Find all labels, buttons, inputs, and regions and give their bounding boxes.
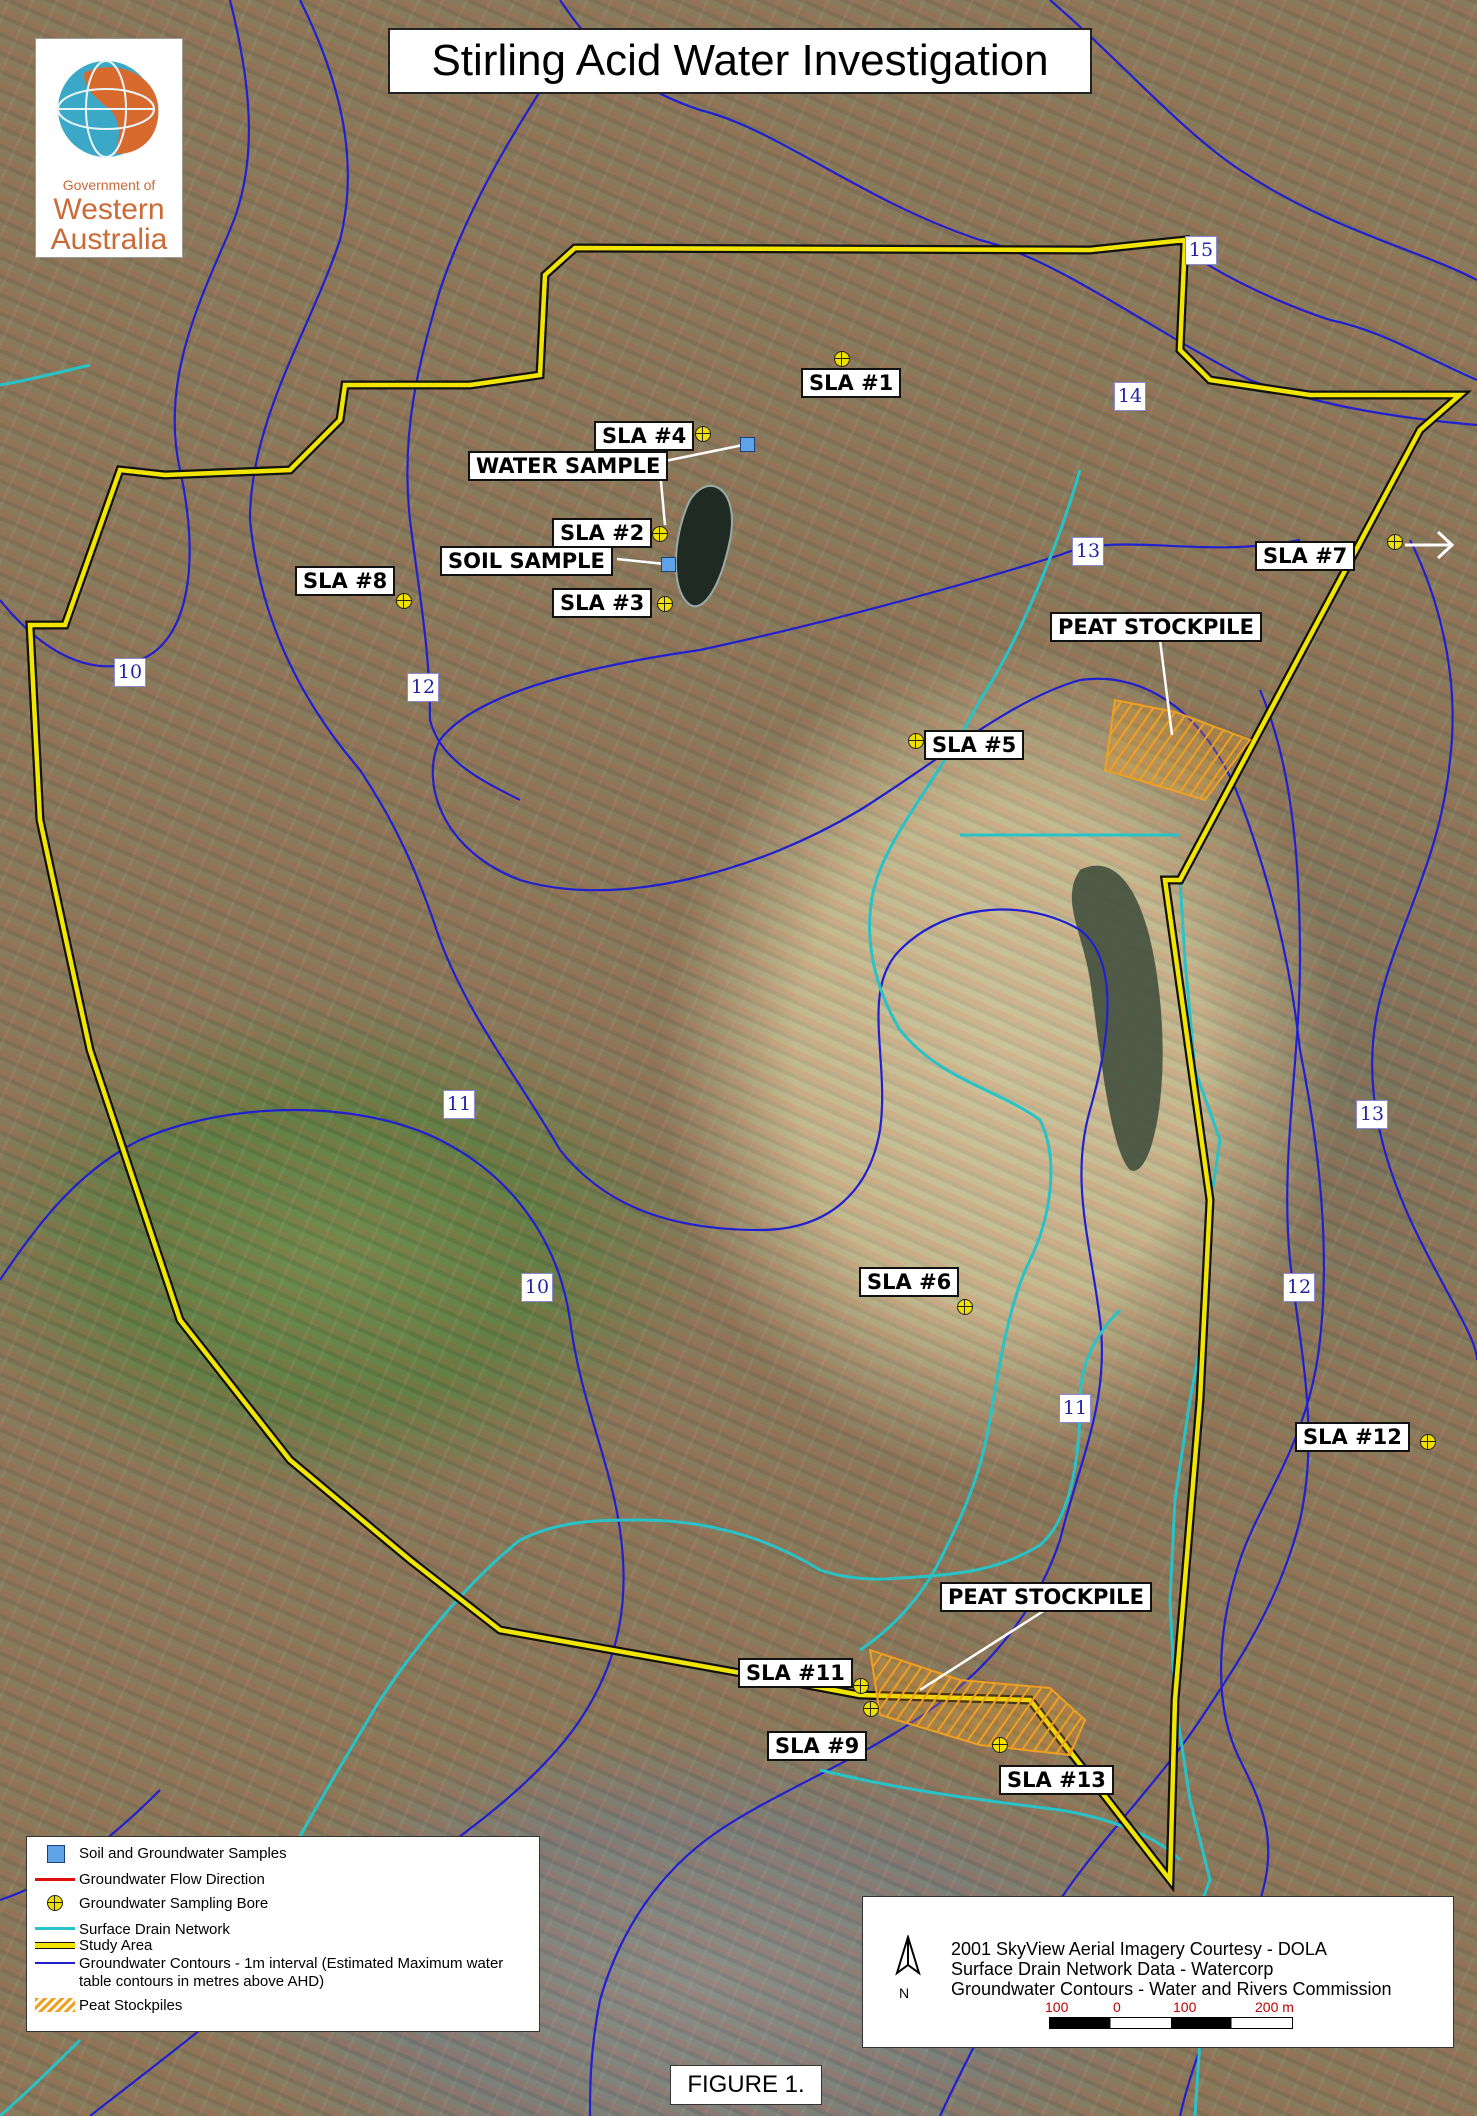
- drain-east: [1168, 393, 1461, 2116]
- legend-item-drain: Surface Drain Network: [35, 1921, 230, 1938]
- peat-stockpile-north: [1103, 698, 1252, 802]
- credit-imagery: 2001 SkyView Aerial Imagery Courtesy - D…: [951, 1939, 1327, 1959]
- bore-sla5[interactable]: [908, 733, 924, 749]
- contour-label-15: 15: [1185, 236, 1217, 265]
- contour-13-east: [1371, 539, 1477, 1361]
- legend-item-peat: Peat Stockpiles: [35, 1997, 182, 2014]
- scale-tick-200: 200 m: [1255, 1999, 1294, 2015]
- bore-sla7[interactable]: [1387, 534, 1403, 550]
- contour-label-12b: 12: [1283, 1273, 1315, 1302]
- globe-icon: [57, 60, 159, 158]
- label-sla4: SLA #4: [594, 421, 695, 451]
- contour-label-14: 14: [1114, 382, 1146, 411]
- contour-13: [431, 538, 1326, 2116]
- scale-tick-0: 0: [1113, 1999, 1121, 2015]
- peat-stockpile-south: [868, 1648, 1087, 1757]
- legend-label-peat: Peat Stockpiles: [79, 1997, 183, 2014]
- water-sample-marker[interactable]: [740, 437, 755, 452]
- bore-sla8[interactable]: [396, 593, 412, 609]
- legend-item-study-area: Study Area: [35, 1937, 152, 1954]
- contour-label-11b: 11: [1059, 1394, 1091, 1423]
- bore-sla4[interactable]: [695, 426, 711, 442]
- bore-sla6[interactable]: [957, 1299, 973, 1315]
- contour-label-12a: 12: [407, 673, 439, 702]
- map-legend: Soil and Groundwater Samples Groundwater…: [26, 1836, 540, 2032]
- contour-label-13a: 13: [1072, 537, 1104, 566]
- callout-peat-stockpile-south: PEAT STOCKPILE: [940, 1582, 1152, 1612]
- drain-stockpile: [859, 469, 1082, 1652]
- flow-arrow: [1405, 530, 1455, 560]
- bore-sla3[interactable]: [657, 596, 673, 612]
- legend-item-samples: Soil and Groundwater Samples: [35, 1845, 287, 1863]
- government-logo: Government of Western Australia: [35, 38, 183, 258]
- logo-line-1: Government of: [62, 177, 156, 193]
- soil-sample-marker[interactable]: [661, 557, 676, 572]
- contour-label-10a: 10: [114, 658, 146, 687]
- drain-rail: [819, 1768, 1182, 1862]
- bore-sla13[interactable]: [992, 1737, 1008, 1753]
- logo-line-3: Australia: [50, 223, 168, 256]
- north-arrow-icon: [895, 1935, 921, 1976]
- label-sla11: SLA #11: [738, 1658, 853, 1688]
- logo-line-2: Western: [53, 193, 165, 226]
- legend-item-bore: Groundwater Sampling Bore: [35, 1895, 268, 1912]
- callout-soil-sample: SOIL SAMPLE: [440, 546, 613, 576]
- label-sla1: SLA #1: [801, 368, 902, 398]
- legend-label-study-area: Study Area: [79, 1937, 153, 1954]
- drain-southwest: [0, 2038, 82, 2116]
- drain-south: [218, 1308, 1122, 2001]
- contour-label-11a: 11: [443, 1090, 475, 1119]
- contour-label-10b: 10: [521, 1273, 553, 1302]
- scale-tick-100: 100: [1173, 1999, 1197, 2015]
- contour-15-top: [1049, 0, 1477, 281]
- credit-contours: Groundwater Contours - Water and Rivers …: [951, 1979, 1392, 1999]
- label-sla3: SLA #3: [552, 588, 653, 618]
- label-sla6: SLA #6: [859, 1267, 960, 1297]
- scale-bar: [1049, 2017, 1293, 2029]
- contour-label-13b: 13: [1356, 1100, 1388, 1129]
- callout-peat-stockpile-north: PEAT STOCKPILE: [1050, 612, 1262, 642]
- label-sla12: SLA #12: [1295, 1422, 1410, 1452]
- scale-tick-100-left: 100: [1045, 1999, 1069, 2015]
- callout-water-sample: WATER SAMPLE: [468, 451, 669, 481]
- label-sla8: SLA #8: [295, 566, 396, 596]
- figure-label: FIGURE 1.: [670, 2065, 822, 2105]
- label-sla13: SLA #13: [999, 1765, 1114, 1795]
- drain-north: [0, 363, 91, 387]
- credit-drain-data: Surface Drain Network Data - Watercorp: [951, 1959, 1274, 1979]
- label-sla2: SLA #2: [552, 518, 653, 548]
- wetland: [1071, 865, 1163, 1171]
- label-sla7: SLA #7: [1255, 541, 1356, 571]
- study-area-boundary: [25, 234, 1472, 1893]
- legend-item-contours: Groundwater Contours - 1m interval (Esti…: [35, 1955, 525, 1991]
- legend-label-samples: Soil and Groundwater Samples: [79, 1845, 287, 1862]
- bore-sla1[interactable]: [834, 351, 850, 367]
- north-label: N: [899, 1985, 910, 2001]
- legend-item-flow: Groundwater Flow Direction: [35, 1871, 265, 1888]
- contour-14: [559, 0, 1477, 427]
- label-sla9: SLA #9: [767, 1731, 868, 1761]
- contour-15: [1179, 244, 1477, 382]
- bore-sla2[interactable]: [652, 526, 668, 542]
- lake: [675, 484, 733, 608]
- label-sla5: SLA #5: [924, 730, 1025, 760]
- contour-10: [0, 0, 251, 668]
- legend-label-flow: Groundwater Flow Direction: [79, 1871, 265, 1888]
- legend-label-contours: Groundwater Contours - 1m interval (Esti…: [79, 1955, 504, 1990]
- credits-box: N 2001 SkyView Aerial Imagery Courtesy -…: [862, 1896, 1454, 2048]
- bore-sla9[interactable]: [863, 1701, 879, 1717]
- map-title: Stirling Acid Water Investigation: [388, 28, 1092, 94]
- bore-sla11[interactable]: [853, 1678, 869, 1694]
- legend-label-drain: Surface Drain Network: [79, 1921, 230, 1938]
- contour-12: [406, 29, 581, 801]
- legend-label-bore: Groundwater Sampling Bore: [79, 1895, 269, 1912]
- bore-sla12[interactable]: [1420, 1434, 1436, 1450]
